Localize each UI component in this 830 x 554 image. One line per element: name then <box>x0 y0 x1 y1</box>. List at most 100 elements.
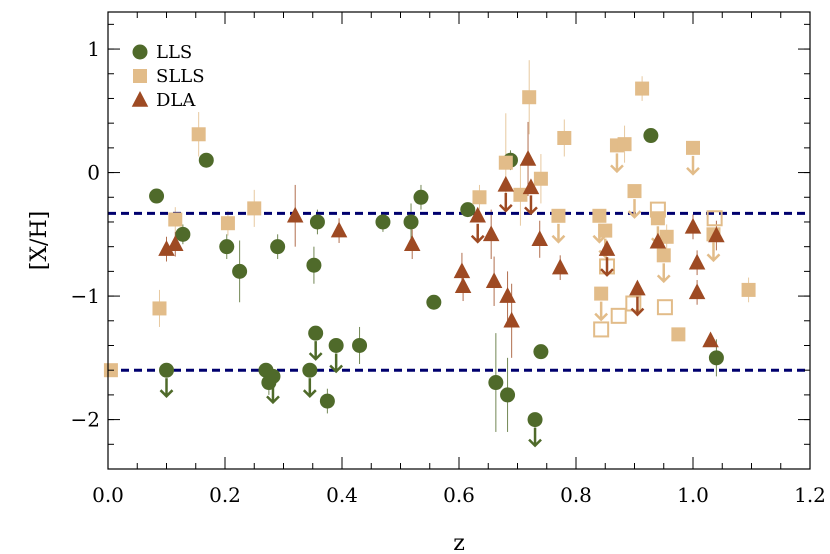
slls-open-point <box>706 210 723 227</box>
lls-point <box>375 214 391 230</box>
slls-point <box>247 201 262 216</box>
slls-point <box>152 301 167 316</box>
lls-point <box>527 412 543 428</box>
upper-limit-arrow-head <box>159 389 174 398</box>
upper-limit-arrow-head <box>656 274 671 284</box>
lls-point <box>265 368 281 384</box>
upper-limit-arrow-head <box>592 234 607 244</box>
slls-open-point <box>610 307 627 324</box>
lls-point <box>328 337 344 353</box>
upper-limit-arrow-head <box>498 204 513 213</box>
lls-point <box>308 325 324 341</box>
lls-point <box>460 202 476 218</box>
x-tick-label: 1.2 <box>794 483 826 507</box>
lls-legend-label: LLS <box>156 42 192 63</box>
lls-point <box>198 152 214 168</box>
slls-legend-label: SLLS <box>156 66 205 87</box>
slls-point <box>594 286 609 301</box>
slls-point <box>168 212 183 227</box>
legend: LLS SLLS DLA <box>131 42 205 111</box>
lls-point <box>219 239 235 255</box>
lls-point <box>426 294 442 310</box>
lls-point <box>352 337 368 353</box>
lls-point <box>403 214 419 230</box>
slls-point <box>522 90 537 105</box>
upper-limit-arrow-head <box>627 210 642 219</box>
dla-point <box>708 226 725 243</box>
slls-legend-marker <box>133 69 147 83</box>
y-tick-label: −1 <box>71 284 100 308</box>
slls-point <box>659 229 674 244</box>
slls-point <box>557 130 572 145</box>
dla-point <box>598 240 616 256</box>
dla-point <box>158 240 175 256</box>
slls-point <box>472 190 487 205</box>
upper-limit-arrow-head <box>686 166 700 176</box>
upper-limit-arrow-head <box>528 438 542 448</box>
dla-point <box>519 149 537 166</box>
lls-point <box>500 387 516 403</box>
upper-limit-arrow-head <box>329 364 344 374</box>
upper-limit-arrow-head <box>594 312 609 322</box>
lls-point <box>159 362 174 378</box>
x-tick-label: 0.8 <box>560 483 592 507</box>
dla-point <box>629 279 646 296</box>
dla-point <box>485 272 503 289</box>
upper-limit-arrow-head <box>706 253 721 263</box>
y-tick-label: 0 <box>87 161 100 185</box>
dla-point <box>403 235 421 251</box>
dla-point <box>497 175 515 192</box>
lls-point <box>302 362 318 378</box>
x-axis-label: z <box>453 531 465 554</box>
x-tick-label: 0.2 <box>209 483 241 507</box>
dla-point <box>688 253 706 270</box>
slls-point <box>635 81 650 96</box>
slls-open-point <box>649 201 666 218</box>
dla-legend-label: DLA <box>156 90 196 111</box>
dla-point <box>330 221 348 238</box>
lls-point <box>175 226 191 242</box>
slls-point <box>617 137 632 152</box>
slls-point <box>191 127 206 142</box>
dla-point <box>688 283 706 300</box>
slls-point <box>551 208 566 223</box>
lls-point <box>149 188 165 204</box>
dla-point <box>551 258 569 275</box>
upper-limit-arrow-head <box>308 352 323 361</box>
slls-point <box>498 155 513 170</box>
slls-point <box>220 216 235 231</box>
dla-point <box>503 311 520 328</box>
slls-point <box>533 171 548 186</box>
x-tick-label: 1.0 <box>677 483 709 507</box>
lls-point <box>270 239 286 255</box>
slls-point <box>656 248 671 263</box>
dla-point <box>454 277 472 293</box>
slls-open-point <box>656 299 673 316</box>
slls-point <box>598 223 613 238</box>
upper-limit-arrow-head <box>610 164 624 174</box>
slls-open-point <box>593 321 610 338</box>
slls-point <box>627 184 642 199</box>
dla-point <box>522 178 540 195</box>
reference-lines <box>108 211 810 372</box>
lls-point <box>533 344 549 360</box>
dla-point <box>499 287 516 303</box>
lls-point <box>306 257 322 273</box>
lls-legend-marker <box>132 44 148 60</box>
dla-point <box>469 206 486 223</box>
lls-point <box>488 375 504 391</box>
slls-point <box>513 187 528 202</box>
slls-point <box>671 327 686 342</box>
plot-frame <box>107 11 811 470</box>
dla-point <box>286 206 304 223</box>
dla-point <box>684 217 702 234</box>
data-markers <box>103 81 756 448</box>
upper-limit-arrow-head <box>551 234 566 244</box>
x-tick-label: 0.0 <box>92 483 124 507</box>
lls-point <box>309 214 325 230</box>
dla-point <box>167 235 184 251</box>
lls-point <box>319 393 335 409</box>
dla-legend-marker <box>131 91 149 107</box>
slls-point <box>650 211 665 226</box>
slls-point <box>686 140 700 155</box>
